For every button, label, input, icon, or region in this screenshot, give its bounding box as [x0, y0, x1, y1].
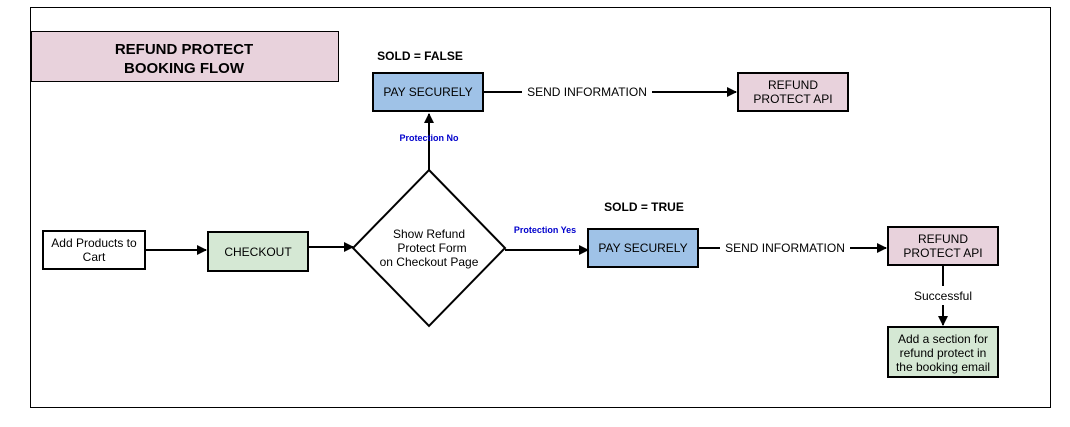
pay-securely-false-box: [372, 72, 484, 112]
add-products-line-1: Add Products to: [51, 236, 137, 250]
title-line-2: BOOKING FLOW: [124, 60, 245, 77]
protection-no-label: Protection No: [399, 133, 459, 143]
pay-securely-false-label: PAY SECURELY: [383, 85, 472, 99]
decision-line-3: on Checkout Page: [380, 255, 479, 269]
node-checkout: CHECKOUT: [207, 231, 309, 272]
diagram-title: REFUND PROTECT BOOKING FLOW: [31, 31, 339, 82]
pay-securely-true-box: [587, 228, 699, 268]
node-email-section: Add a section for refund protect in the …: [887, 326, 999, 378]
decision-line-2: Protect Form: [397, 241, 466, 255]
email-section-line-2: refund protect in: [900, 346, 987, 360]
title-box: [31, 31, 339, 82]
node-refund-api-false: REFUND PROTECT API: [737, 72, 849, 112]
refund-api-true-box: [887, 226, 999, 266]
refund-api-true-line-2: PROTECT API: [903, 246, 982, 260]
add-products-line-2: Cart: [83, 250, 106, 264]
sold-true-label: SOLD = TRUE: [604, 200, 684, 214]
refund-api-false-line-1: REFUND: [768, 78, 818, 92]
email-section-line-1: Add a section for: [898, 332, 988, 346]
add-products-box: [42, 230, 146, 270]
checkout-box: [207, 231, 309, 272]
send-info-top-label: SEND INFORMATION: [527, 85, 647, 99]
decision-line-1: Show Refund: [393, 227, 465, 241]
email-section-box: [887, 326, 999, 378]
edges: [145, 87, 948, 326]
node-decision: Show Refund Protect Form on Checkout Pag…: [351, 168, 507, 328]
node-refund-api-true: REFUND PROTECT API: [887, 226, 999, 266]
node-pay-securely-true: PAY SECURELY: [587, 228, 699, 268]
title-line-1: REFUND PROTECT: [115, 41, 253, 58]
decision-diamond: [351, 168, 507, 328]
send-info-bottom-label: SEND INFORMATION: [725, 241, 845, 255]
refund-api-false-line-2: PROTECT API: [753, 92, 832, 106]
protection-yes-label: Protection Yes: [514, 225, 576, 235]
sold-false-label: SOLD = FALSE: [377, 49, 463, 63]
node-pay-securely-false: PAY SECURELY: [372, 72, 484, 112]
pay-securely-true-label: PAY SECURELY: [598, 241, 687, 255]
email-section-line-3: the booking email: [896, 360, 990, 374]
checkout-label: CHECKOUT: [224, 245, 292, 259]
refund-api-false-box: [737, 72, 849, 112]
successful-label: Successful: [914, 289, 972, 303]
refund-api-true-line-1: REFUND: [918, 232, 968, 246]
node-add-products: Add Products to Cart: [42, 230, 146, 270]
